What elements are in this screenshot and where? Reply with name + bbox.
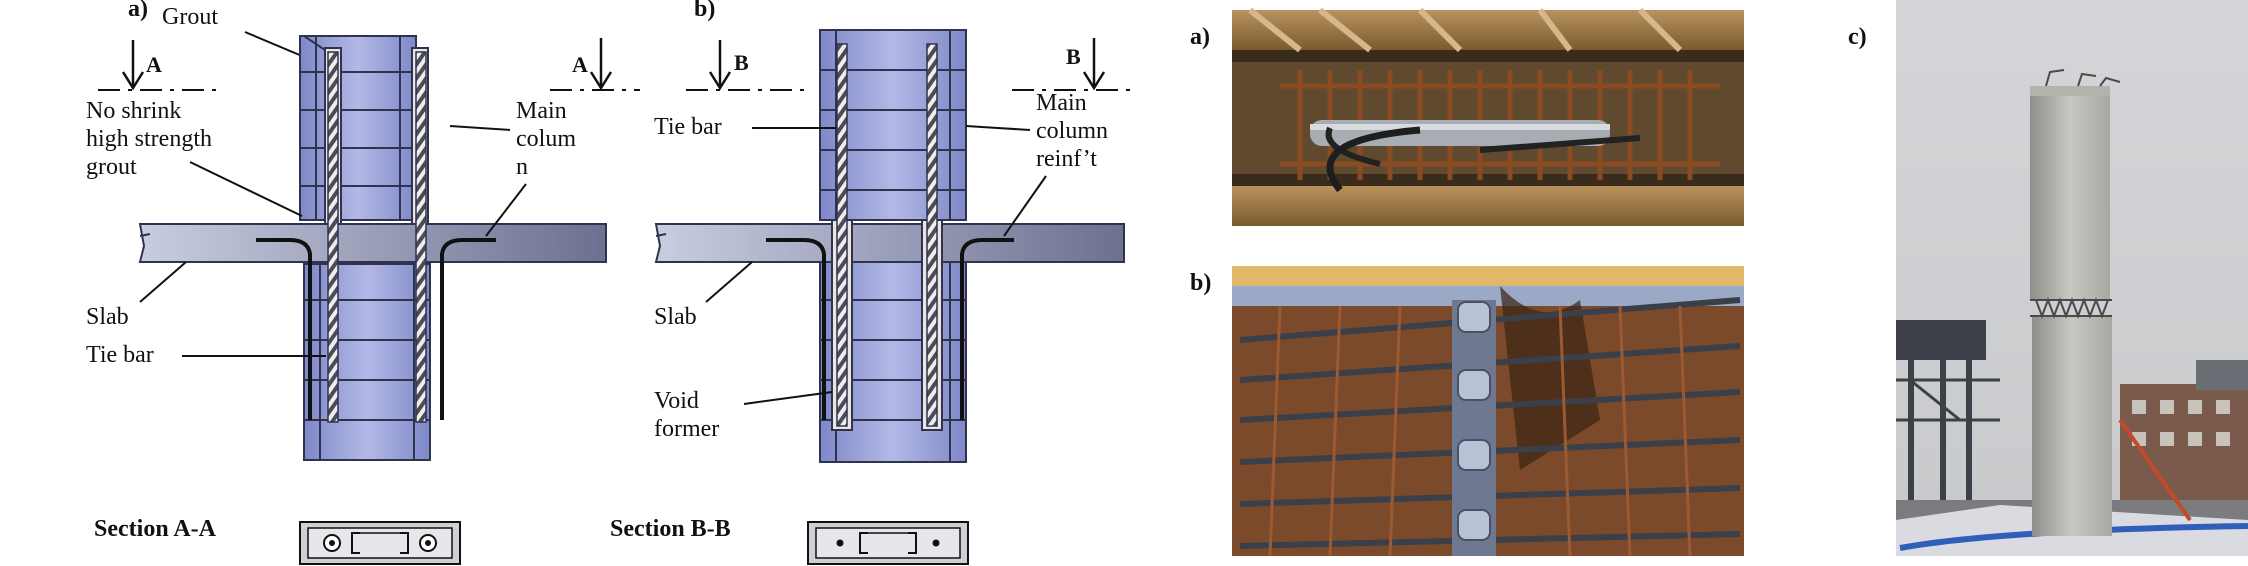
slab-a: [138, 223, 607, 263]
leader-main-colum: [449, 125, 511, 131]
leader-void-b: [743, 391, 833, 405]
label-void-1: Void: [654, 388, 699, 414]
drawing-a-panel-label: a): [128, 0, 148, 22]
section-title-b: Section B-B: [610, 516, 731, 542]
leader-slab-b: [705, 261, 753, 303]
photo-a-rebar-cage: [1232, 7, 1744, 226]
section-letter-b-left: B: [734, 50, 749, 75]
label-main-colum-1: Main: [516, 98, 567, 124]
drawing-b-panel-label: b): [694, 0, 715, 22]
upper-column-a: [299, 35, 417, 221]
tie-bar-left-a: [327, 51, 339, 423]
section-marker-a-left: A: [98, 40, 216, 91]
section-b-b-plan: [807, 521, 969, 565]
label-no-shrink-1: No shrink: [86, 98, 181, 124]
label-no-shrink-3: grout: [86, 154, 137, 180]
main-bar-right-b: [960, 238, 1014, 420]
section-letter-a-left: A: [146, 52, 162, 77]
label-slab-a: Slab: [86, 304, 129, 330]
main-bar-left-a: [256, 238, 312, 420]
photo-c-precast-column: [1896, 0, 2248, 556]
label-grout: Grout: [162, 4, 218, 30]
section-marker-b-left: B: [686, 40, 810, 91]
drawing-b: b) B B: [610, 0, 1130, 565]
photo-b-label: b): [1190, 270, 1211, 296]
leader-no-shrink: [189, 161, 303, 217]
leader-main-col-b-2: [1003, 175, 1047, 237]
photo-c-label: c): [1848, 24, 1867, 50]
section-a-a-plan: [299, 521, 461, 565]
leader-main-colum-2: [485, 183, 527, 237]
label-void-2: former: [654, 416, 719, 442]
label-main-col-1: Main: [1036, 90, 1087, 116]
slab-b: [654, 223, 1125, 263]
section-title-a: Section A-A: [94, 516, 217, 542]
tie-bar-right-a: [415, 51, 427, 423]
label-main-col-2: column: [1036, 118, 1108, 144]
leader-grout: [244, 31, 303, 57]
lower-column-a: [303, 263, 431, 461]
photo-a-label: a): [1190, 24, 1210, 50]
drawing-a: a) Grout A A: [86, 0, 640, 565]
main-bar-left-b: [766, 238, 826, 420]
section-letter-a-right: A: [572, 52, 588, 77]
label-main-colum-3: n: [516, 154, 528, 180]
label-slab-b: Slab: [654, 304, 697, 330]
section-letter-b-right: B: [1066, 44, 1081, 69]
section-marker-b-right: B: [1012, 38, 1130, 91]
section-marker-a-right: A: [550, 38, 640, 91]
tie-bar-right-b: [926, 43, 938, 427]
stirrups-a: [300, 36, 430, 460]
label-no-shrink-2: high strength: [86, 126, 212, 152]
label-main-col-3: reinf’t: [1036, 146, 1097, 172]
label-tie-bar-a: Tie bar: [86, 342, 154, 368]
label-tie-bar-b: Tie bar: [654, 114, 722, 140]
leader-slab-a: [139, 261, 187, 303]
main-bar-right-a: [440, 238, 496, 420]
label-main-colum-2: colum: [516, 126, 576, 152]
leader-main-col-b: [965, 125, 1031, 131]
tie-bar-left-b: [836, 43, 848, 427]
photo-b-slab-rebar: [1232, 266, 1744, 557]
